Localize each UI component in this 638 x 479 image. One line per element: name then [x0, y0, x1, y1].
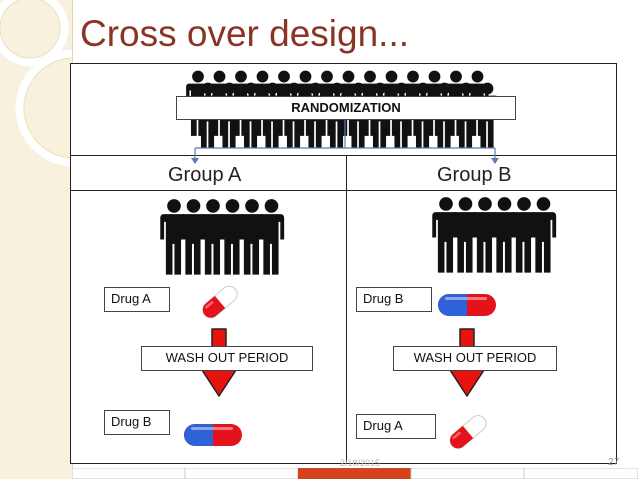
group-a-washout-label: WASH OUT PERIOD	[141, 346, 313, 371]
divider-center	[346, 155, 347, 464]
group-b-second-drug: Drug A	[356, 414, 436, 439]
group-b-first-drug: Drug B	[356, 287, 432, 312]
divider-top	[70, 155, 617, 156]
group-a-label: Group A	[168, 164, 242, 186]
decorative-circles-icon	[0, 0, 133, 167]
group-a-people-icon	[160, 199, 285, 275]
blue-red-capsule-icon	[438, 294, 496, 316]
red-white-capsule-icon	[202, 285, 238, 319]
footer-date: 2/18/2015	[340, 458, 381, 468]
randomization-branch-connector	[191, 120, 499, 164]
group-a-first-drug: Drug A	[104, 287, 170, 312]
slide-title: Cross over design...	[80, 13, 410, 54]
divider-groups	[70, 190, 617, 191]
group-b-label: Group B	[437, 164, 512, 186]
blue-red-capsule-icon	[184, 424, 242, 446]
group-a-second-drug: Drug B	[104, 410, 170, 435]
group-b-washout-label: WASH OUT PERIOD	[393, 346, 557, 371]
decorative-side-panel	[0, 0, 133, 479]
group-b-people-icon	[432, 197, 557, 273]
randomization-label: RANDOMIZATION	[176, 96, 516, 120]
red-white-capsule-icon	[449, 415, 487, 449]
footer-page-number: 27	[608, 457, 620, 468]
footer-bar	[72, 468, 638, 479]
